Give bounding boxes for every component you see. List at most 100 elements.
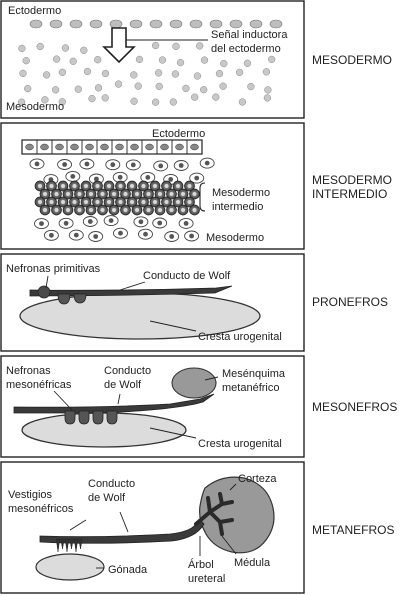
- mesoderm-cell: [196, 42, 204, 50]
- mesoderm-cell: [262, 68, 271, 76]
- mesonephric-tubule: [64, 410, 76, 425]
- mesoderm-cell: [80, 46, 88, 54]
- nephrons-label-line1: Nefronas: [6, 365, 51, 377]
- cell-nucleus: [153, 200, 157, 204]
- cell-nucleus: [146, 192, 151, 196]
- cell-nucleus: [108, 218, 114, 224]
- cell-nucleus: [157, 220, 163, 226]
- stage-label-mesodermo: MESODERMO: [312, 53, 392, 67]
- urogenital-ridge: [21, 412, 187, 448]
- duct-label-line2: de Wolf: [104, 379, 142, 391]
- gonad: [35, 553, 105, 581]
- wolffian-duct: [13, 393, 215, 414]
- mesoderm-cell: [58, 68, 67, 76]
- mesoderm-cell: [169, 98, 177, 106]
- nephrons-label-line2: mesonéfricas: [6, 379, 72, 391]
- induction-arrow-icon: [102, 27, 136, 64]
- cell-nucleus: [123, 208, 128, 212]
- cell-nucleus: [112, 192, 116, 196]
- ectoderm-cell: [209, 19, 223, 29]
- cell-nucleus: [164, 200, 169, 204]
- cell-nucleus: [176, 184, 180, 188]
- cell-nucleus: [72, 200, 77, 204]
- cell-nucleus: [110, 162, 116, 168]
- mesoderm-cell: [22, 57, 30, 65]
- mesoderm-cell: [42, 71, 51, 79]
- leader-line: [204, 376, 219, 381]
- primitive-nephrons-label: Nefronas primitivas: [6, 263, 101, 275]
- leader-line: [149, 427, 197, 439]
- cell-nucleus: [89, 192, 93, 196]
- cell-nucleus: [100, 192, 105, 196]
- panel-mesonefros: Nefronas mesonéfricas Conducto de Wolf M…: [0, 355, 397, 458]
- leader-line: [229, 483, 237, 491]
- cell-nucleus: [118, 200, 123, 204]
- mesoderm-loose-cells-top: [29, 157, 215, 186]
- mesoderm-loose-cells-bottom: [34, 215, 200, 242]
- cell-nucleus: [204, 160, 210, 166]
- wolffian-duct: [39, 519, 205, 544]
- intermediate-label-line1: Mesodermo: [212, 187, 270, 199]
- mesenchyme-label-line2: metanéfrico: [222, 382, 279, 394]
- vestige-tubule: [78, 538, 83, 550]
- urogenital-ridge-label: Cresta urogenital: [198, 438, 282, 450]
- wolffian-duct-label: Conducto de Wolf: [143, 270, 231, 282]
- signal-label-line1: Señal inductora: [211, 29, 288, 41]
- panel-mesodermo-intermedio: Ectodermo Mesodermo intermedio Mesodermo…: [0, 122, 392, 250]
- gonad-label: Gónada: [108, 564, 148, 576]
- ureteric-label-line2: ureteral: [188, 573, 225, 585]
- mesoderm-cell: [134, 82, 142, 90]
- mesoderm-cell: [130, 97, 138, 105]
- mesoderm-cell: [191, 93, 199, 101]
- ectoderm-cell: [249, 19, 263, 29]
- ureteric-tree: [194, 492, 234, 536]
- cell-nucleus: [94, 176, 99, 182]
- ectoderm-nucleus: [55, 143, 64, 151]
- ectoderm-cell: [149, 19, 163, 29]
- mesoderm-cell: [154, 69, 163, 77]
- cell-nucleus: [158, 192, 162, 196]
- mesoderm-cell: [94, 84, 103, 92]
- cell-nucleus: [164, 184, 169, 188]
- cell-nucleus: [194, 175, 200, 181]
- cell-nucleus: [87, 219, 93, 224]
- cell-nucleus: [66, 208, 70, 212]
- stage-label-pronefros: PRONEFROS: [312, 295, 388, 309]
- ectoderm-cell: [69, 19, 83, 29]
- cell-nucleus: [145, 175, 151, 180]
- mesoderm-cell: [263, 94, 272, 102]
- ectoderm-cell: [229, 19, 243, 29]
- mesoderm-cell: [220, 59, 228, 68]
- cell-nucleus: [38, 200, 42, 204]
- cell-nucleus: [95, 200, 100, 204]
- cell-nucleus: [77, 208, 82, 212]
- kidney-cortex: [199, 476, 275, 554]
- mesoderm-cell: [238, 98, 247, 106]
- ectoderm-nucleus: [70, 143, 79, 151]
- ureteric-label-line1: Árbol: [188, 558, 214, 571]
- mesoderm-cell: [88, 94, 96, 103]
- ectoderm-cell: [109, 19, 123, 29]
- leader-line: [117, 393, 121, 405]
- ectoderm-nucleus: [175, 143, 184, 151]
- mesoderm-cell: [83, 67, 92, 76]
- cell-nucleus: [54, 208, 59, 212]
- mesoderm-cell: [17, 98, 26, 106]
- mesoderm-cell: [247, 82, 255, 91]
- mesonephric-tubule: [78, 410, 90, 425]
- mesoderm-cell: [193, 72, 202, 80]
- cell-nucleus: [38, 184, 42, 188]
- mesoderm-cell: [243, 59, 252, 67]
- cell-nucleus: [181, 192, 185, 196]
- medulla-label: Médula: [234, 557, 271, 569]
- mesoderm-cell: [101, 69, 110, 78]
- mesoderm-cell: [51, 86, 60, 94]
- cell-nucleus: [176, 200, 180, 204]
- cell-nucleus: [43, 208, 47, 212]
- mesoderm-label: Mesodermo: [6, 101, 64, 113]
- intermediate-label-line2: intermedio: [212, 201, 263, 213]
- vestige-tubule: [73, 538, 79, 553]
- panel-mesodermo: Ectodermo Señal inductora del ectodermo …: [0, 0, 392, 119]
- cell-nucleus: [158, 163, 164, 169]
- mesoderm-cell: [215, 69, 224, 78]
